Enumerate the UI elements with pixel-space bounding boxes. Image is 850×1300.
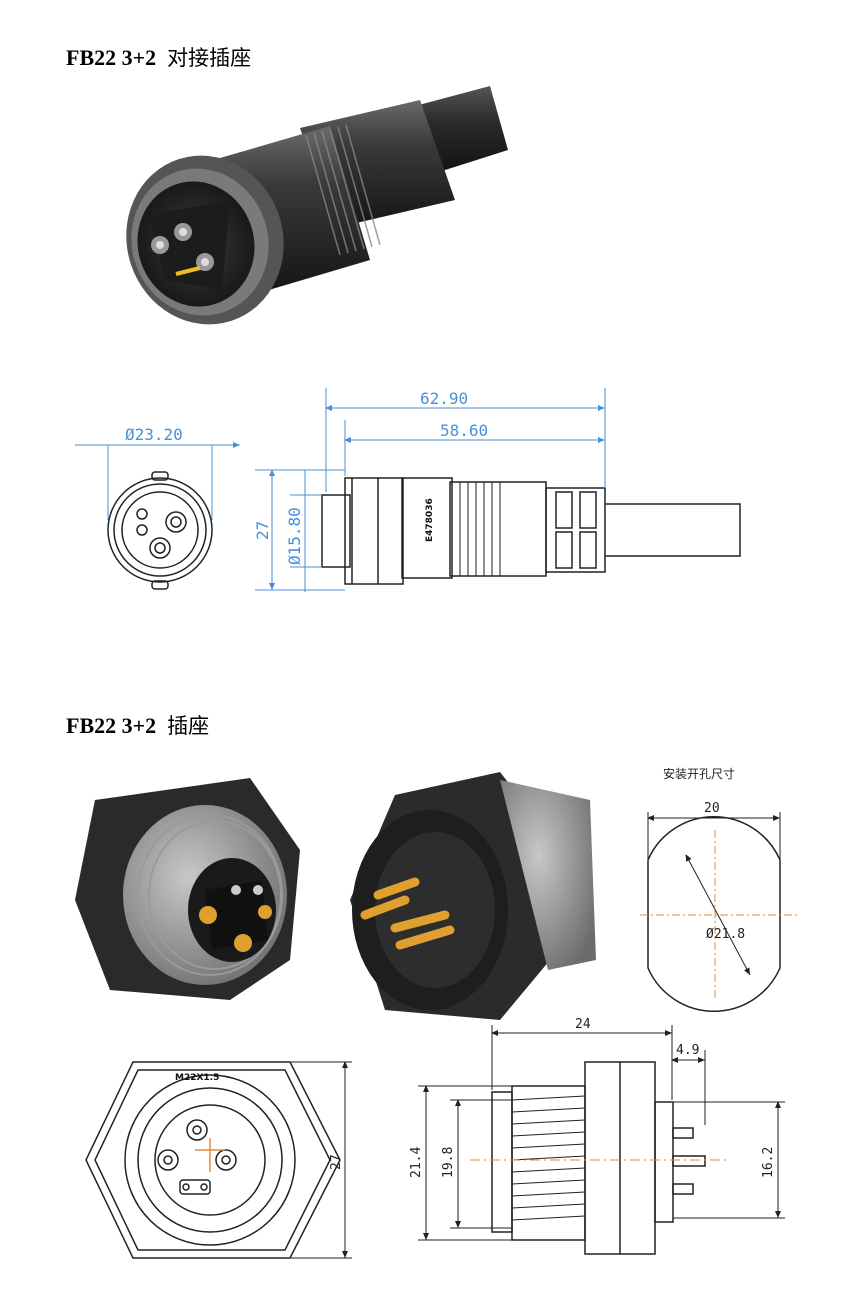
section2-model: FB22 3+2 xyxy=(66,713,157,738)
dim-front-diameter: Ø23.20 xyxy=(75,425,240,520)
side-flange-label: 4.9 xyxy=(676,1043,699,1058)
dim-front-height: 27 xyxy=(290,1061,352,1259)
dim-inner-diameter: Ø15.80 xyxy=(285,470,322,592)
thread-marking: M22X1.5 xyxy=(175,1073,219,1083)
inner-diameter-label: Ø15.80 xyxy=(285,507,304,565)
connector-front-view xyxy=(107,471,213,590)
front-height-label: 27 xyxy=(329,1154,344,1170)
receptacle-side-drawing xyxy=(491,1061,706,1255)
overall-length-label: 62.90 xyxy=(420,389,468,408)
cable-connector-3d xyxy=(126,86,508,325)
cutout-title: 安装开孔尺寸 xyxy=(663,766,735,781)
cutout-diameter-label: Ø21.8 xyxy=(706,927,745,942)
side-length-label: 24 xyxy=(575,1017,591,1032)
dim-side-dims xyxy=(418,1025,785,1241)
receptacle-3d-front xyxy=(75,778,300,1000)
cutout-width-label: 20 xyxy=(704,801,720,816)
dim-height: 27 xyxy=(253,469,345,591)
section2-title: FB22 3+2 插座 xyxy=(66,710,209,740)
height-label: 27 xyxy=(253,521,272,540)
connector-side-view xyxy=(321,477,741,585)
side-thread-dia-label: 19.8 xyxy=(441,1147,456,1178)
cutout-drawing xyxy=(640,812,800,1012)
front-diameter-label: Ø23.20 xyxy=(125,425,183,444)
receptacle-front-drawing xyxy=(85,1061,341,1259)
side-pin-span-label: 16.2 xyxy=(761,1147,776,1178)
section1-title: FB22 3+2 对接插座 xyxy=(66,42,251,72)
dim-body-length: 58.60 xyxy=(344,420,605,476)
receptacle-3d-back xyxy=(350,772,596,1020)
section1-title-cn: 对接插座 xyxy=(167,46,252,70)
side-outer-dia-label: 21.4 xyxy=(409,1147,424,1178)
body-marking: E478036 xyxy=(425,498,435,542)
body-length-label: 58.60 xyxy=(440,421,488,440)
dim-overall-length: 62.90 xyxy=(325,388,606,492)
section2-title-cn: 插座 xyxy=(167,714,210,738)
section1-model: FB22 3+2 xyxy=(66,45,157,70)
